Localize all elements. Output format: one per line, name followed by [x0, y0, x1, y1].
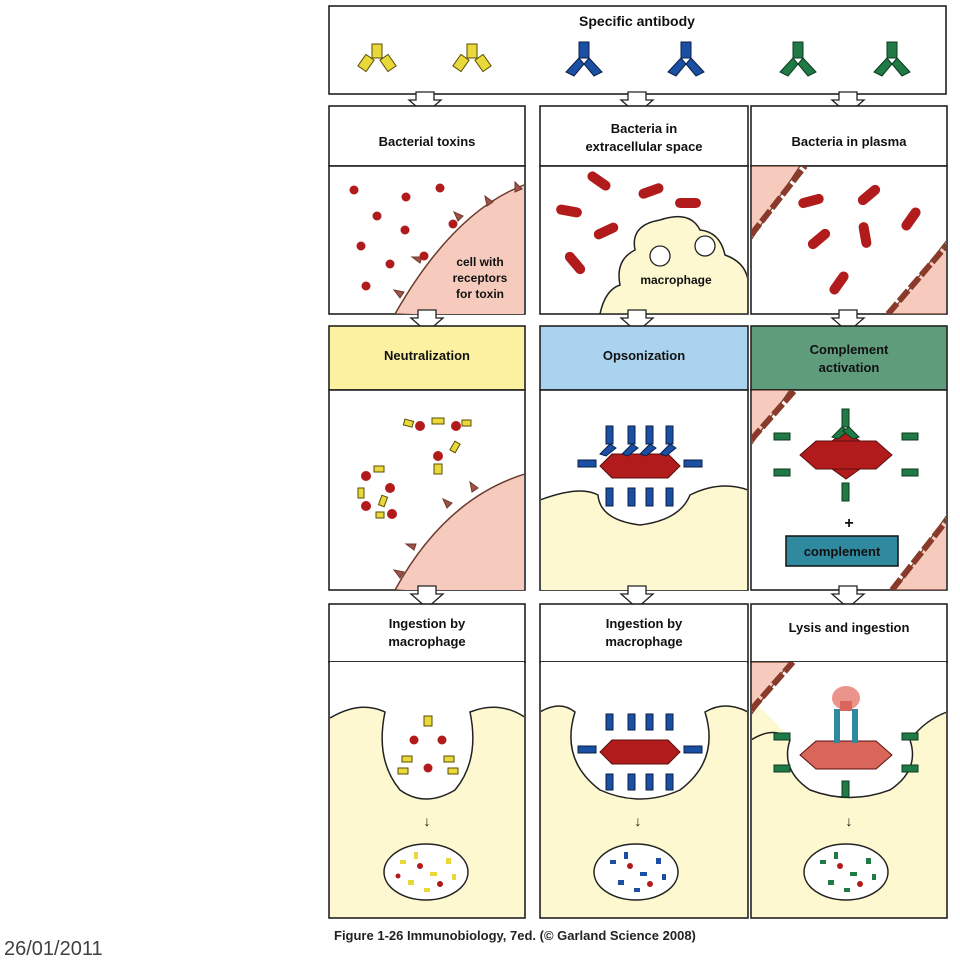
- opsonization-panel: [539, 325, 749, 391]
- column-bacteria-extracellular: Bacteria in extracellular space macropha…: [539, 105, 749, 919]
- header-bacteria-in-plasma: Bacteria in plasma: [792, 134, 908, 149]
- result-lysis-and-ingestion: Lysis and ingestion: [789, 620, 910, 635]
- specific-antibody-title: Specific antibody: [579, 13, 695, 29]
- process-line: Complement: [810, 342, 889, 357]
- neutralization-panel: [328, 325, 526, 391]
- svg-text:↓: ↓: [635, 813, 642, 829]
- plus-sign: +: [844, 515, 853, 532]
- result-line: macrophage: [605, 634, 682, 649]
- column-bacterial-toxins: Bacterial toxins cell with receptors for…: [328, 105, 526, 919]
- header-bacterial-toxins: Bacterial toxins: [379, 134, 476, 149]
- result-line: Ingestion by: [606, 616, 683, 631]
- process-opsonization: Opsonization: [603, 348, 685, 363]
- slide-date: 26/01/2011: [4, 938, 103, 960]
- svg-text:↓: ↓: [846, 813, 853, 829]
- complement-activation-panel: [750, 325, 948, 391]
- complement-label: complement: [804, 544, 881, 559]
- process-line: activation: [819, 360, 880, 375]
- result-line: Ingestion by: [389, 616, 466, 631]
- header-line: extracellular space: [585, 139, 702, 154]
- column-bacteria-plasma: Bacteria in plasma Complement activation: [750, 105, 948, 919]
- complement-box: [785, 535, 899, 567]
- host-cell-shape: [394, 184, 524, 314]
- figure-caption: Figure 1-26 Immunobiology, 7ed. (© Garla…: [334, 928, 696, 943]
- macrophage-label: macrophage: [640, 273, 712, 287]
- cell-label-line: cell with: [456, 255, 503, 269]
- header-line: Bacteria in: [611, 121, 678, 136]
- cell-label-line: for toxin: [456, 287, 504, 301]
- svg-text:↓: ↓: [424, 813, 431, 829]
- cell-label-line: receptors: [453, 271, 508, 285]
- process-neutralization: Neutralization: [384, 348, 470, 363]
- result-line: macrophage: [388, 634, 465, 649]
- specific-antibody-box: Specific antibody: [328, 5, 947, 95]
